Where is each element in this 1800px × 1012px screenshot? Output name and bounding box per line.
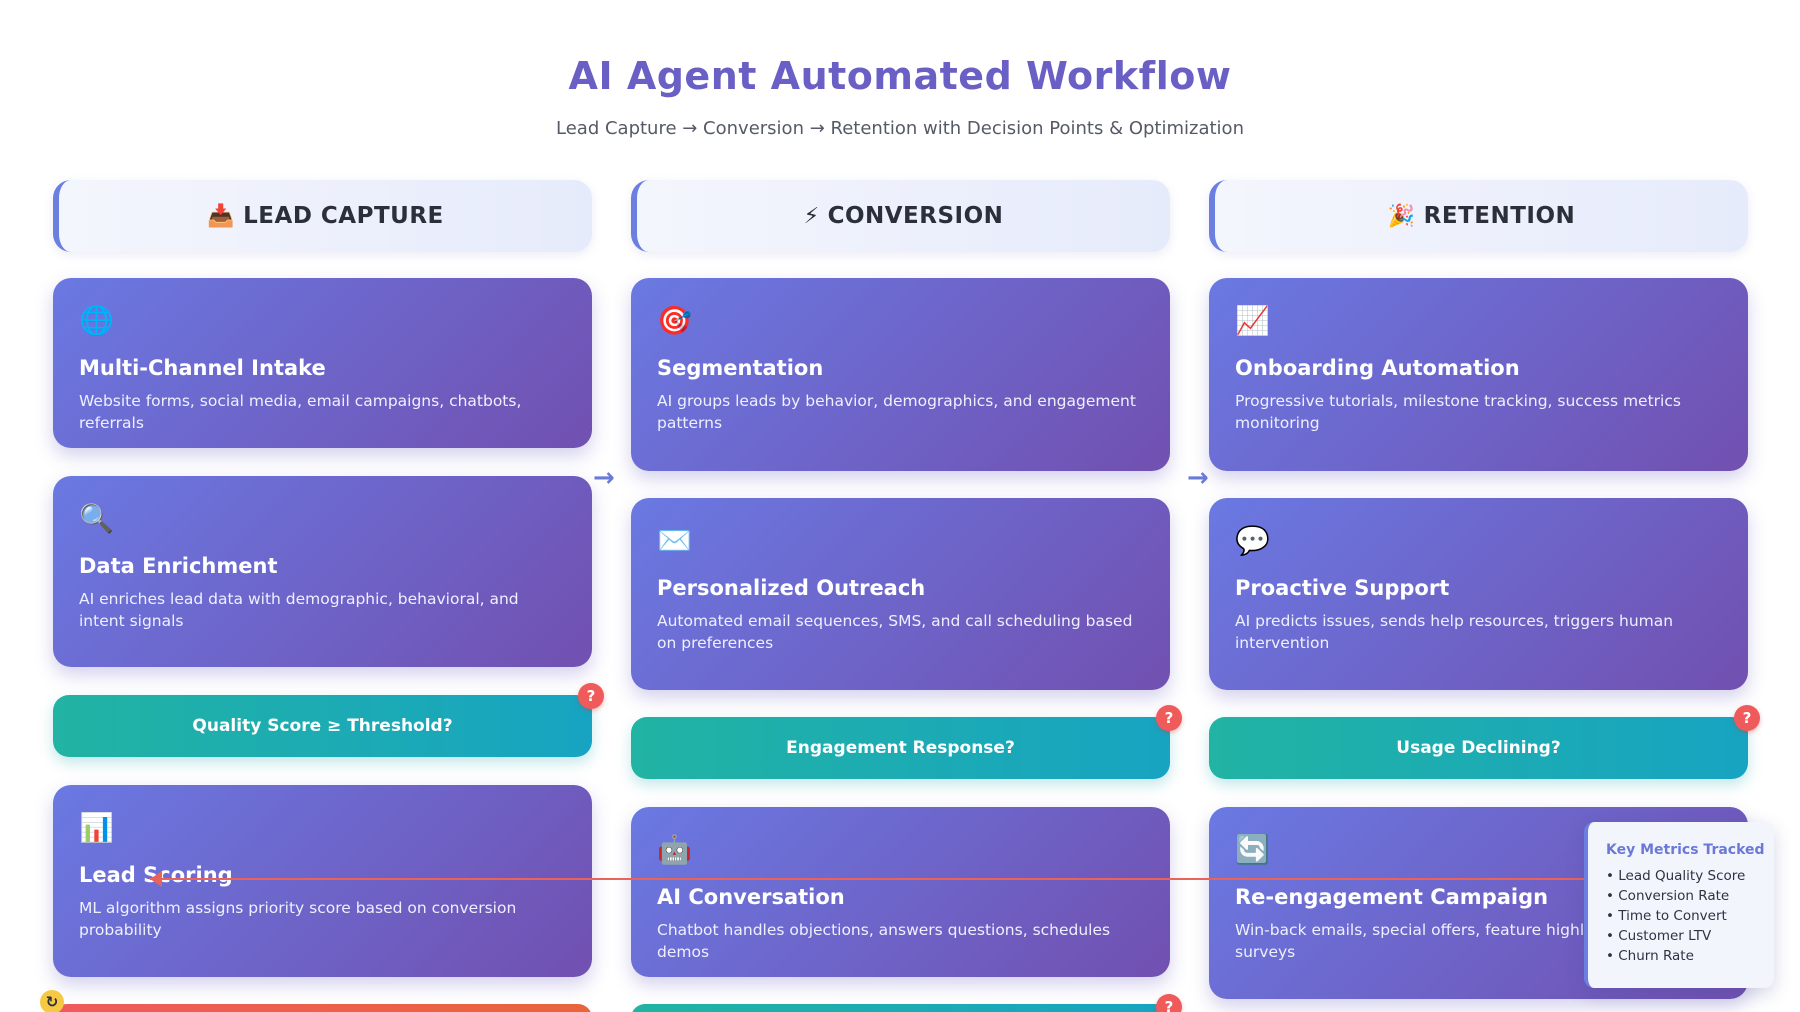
- card-ai-conversation[interactable]: 🤖 AI Conversation Chatbot handles object…: [631, 807, 1170, 977]
- flow-arrow-2: →: [1187, 463, 1209, 493]
- card-description: Chatbot handles objections, answers ques…: [657, 921, 1111, 961]
- card-title: Re-engagement Campaign: [1235, 885, 1549, 909]
- card-data-enrichment[interactable]: 🔍 Data Enrichment AI enriches lead data …: [53, 476, 592, 667]
- decision-label: Quality Score ≥ Threshold?: [192, 716, 453, 736]
- refresh-arrows-icon: 🔄: [1235, 833, 1270, 866]
- bar-chart-icon: 📊: [79, 811, 114, 844]
- card-multi-channel-intake[interactable]: 🌐 Multi-Channel Intake Website forms, so…: [53, 278, 592, 448]
- card-title: Multi-Channel Intake: [79, 356, 326, 380]
- column-header-label: RETENTION: [1423, 203, 1576, 229]
- chart-increasing-icon: 📈: [1235, 304, 1270, 337]
- card-title: AI Conversation: [657, 885, 845, 909]
- metric-item: • Churn Rate: [1606, 948, 1694, 964]
- column-header-lead-capture[interactable]: 📥 LEAD CAPTURE: [53, 180, 592, 252]
- page-title: AI Agent Automated Workflow: [568, 54, 1232, 98]
- lightning-icon: ⚡: [803, 203, 820, 229]
- decision-label: Usage Declining?: [1396, 738, 1561, 758]
- flow-arrow-1: →: [593, 463, 615, 493]
- metric-item: • Lead Quality Score: [1606, 868, 1746, 884]
- card-title: Data Enrichment: [79, 554, 278, 578]
- party-popper-icon: 🎉: [1387, 203, 1416, 229]
- metric-item: • Conversion Rate: [1606, 888, 1730, 904]
- card-personalized-outreach[interactable]: ✉️ Personalized Outreach Automated email…: [631, 498, 1170, 690]
- card-description: Automated email sequences, SMS, and call…: [657, 612, 1133, 652]
- card-lead-scoring[interactable]: 📊 Lead Scoring ML algorithm assigns prio…: [53, 785, 592, 977]
- column-header-label: CONVERSION: [827, 203, 1004, 229]
- decision-engagement-response[interactable]: Engagement Response? ?: [631, 705, 1182, 779]
- lead-capture-next-step-strip[interactable]: [53, 1004, 592, 1012]
- card-onboarding-automation[interactable]: 📈 Onboarding Automation Progressive tuto…: [1209, 278, 1748, 471]
- card-description: Website forms, social media, email campa…: [79, 392, 522, 432]
- loop-icon: ↻: [40, 990, 64, 1012]
- metrics-title: Key Metrics Tracked: [1606, 842, 1765, 858]
- column-header-label: LEAD CAPTURE: [243, 203, 444, 229]
- card-proactive-support[interactable]: 💬 Proactive Support AI predicts issues, …: [1209, 498, 1748, 690]
- metric-item: • Customer LTV: [1606, 928, 1712, 944]
- question-badge-icon: ?: [578, 683, 604, 709]
- question-badge-icon: ?: [1156, 705, 1182, 731]
- globe-icon: 🌐: [79, 304, 114, 337]
- feedback-loop-line: [150, 878, 1590, 880]
- card-segmentation[interactable]: 🎯 Segmentation AI groups leads by behavi…: [631, 278, 1170, 471]
- card-description: Progressive tutorials, milestone trackin…: [1235, 392, 1681, 432]
- inbox-tray-icon: 📥: [207, 203, 236, 229]
- card-title: Personalized Outreach: [657, 576, 926, 600]
- card-title: Segmentation: [657, 356, 824, 380]
- metric-item: • Time to Convert: [1606, 908, 1727, 924]
- card-title: Proactive Support: [1235, 576, 1450, 600]
- decision-usage-declining[interactable]: Usage Declining? ?: [1209, 705, 1760, 779]
- card-description: AI enriches lead data with demographic, …: [79, 590, 519, 630]
- target-icon: 🎯: [657, 304, 692, 337]
- card-title: Onboarding Automation: [1235, 356, 1520, 380]
- page-subtitle: Lead Capture → Conversion → Retention wi…: [556, 118, 1244, 139]
- card-description: AI predicts issues, sends help resources…: [1235, 612, 1674, 652]
- column-header-retention[interactable]: 🎉 RETENTION: [1209, 180, 1748, 252]
- question-badge-icon: ?: [1156, 994, 1182, 1012]
- magnifier-icon: 🔍: [79, 502, 114, 535]
- card-description: ML algorithm assigns priority score base…: [79, 899, 517, 939]
- feedback-loop-arrowhead: [150, 871, 162, 887]
- robot-icon: 🤖: [657, 833, 692, 866]
- decision-label: Engagement Response?: [786, 738, 1015, 758]
- decision-quality-score[interactable]: Quality Score ≥ Threshold? ?: [53, 683, 604, 757]
- card-description: AI groups leads by behavior, demographic…: [657, 392, 1136, 432]
- column-header-conversion[interactable]: ⚡ CONVERSION: [631, 180, 1170, 252]
- key-metrics-panel: Key Metrics Tracked • Lead Quality Score…: [1584, 822, 1774, 988]
- envelope-icon: ✉️: [657, 524, 692, 557]
- question-badge-icon: ?: [1734, 705, 1760, 731]
- conversion-next-decision-strip[interactable]: ?: [631, 994, 1182, 1012]
- speech-bubble-icon: 💬: [1235, 524, 1270, 557]
